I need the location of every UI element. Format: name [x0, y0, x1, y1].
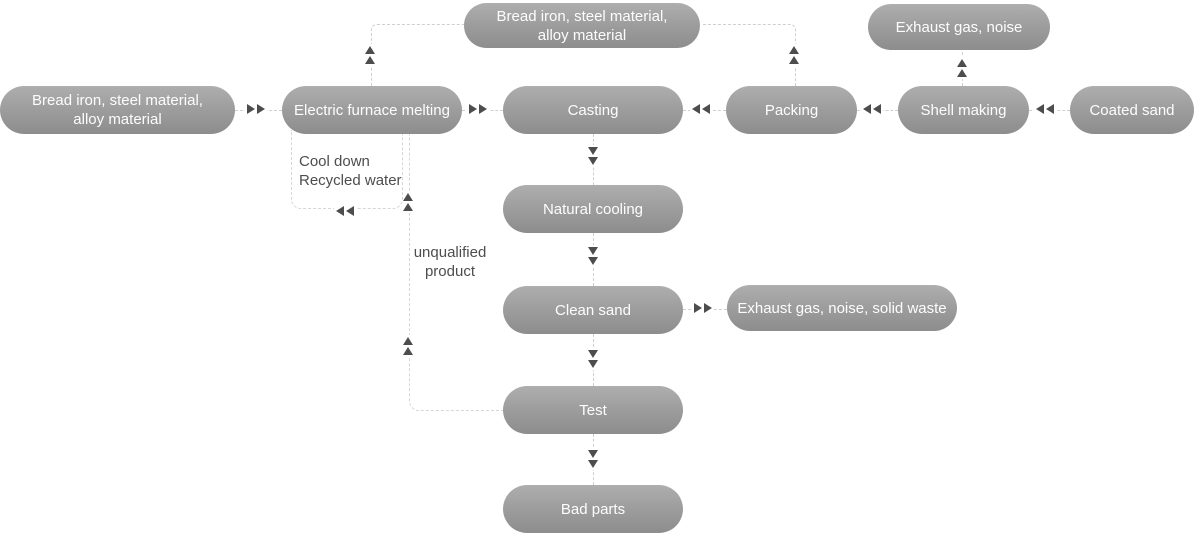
node-shell-making: Shell making: [898, 86, 1029, 134]
node-bad-parts: Bad parts: [503, 485, 683, 533]
double-chevron-left-icon: [861, 104, 883, 114]
double-chevron-right-icon: [692, 303, 714, 313]
double-chevron-down-icon: [588, 245, 598, 267]
annotation-unqualified-product: unqualified product: [413, 244, 487, 280]
double-chevron-up-icon: [789, 44, 799, 66]
connector-melting-to-topmaterial: [371, 24, 464, 87]
node-bread-iron-steel-alloy-top: Bread iron, steel material, alloy materi…: [464, 3, 700, 48]
node-coated-sand: Coated sand: [1070, 86, 1194, 134]
double-chevron-up-icon: [365, 44, 375, 66]
annotation-cool-down-recycled-water: Cool down Recycled water: [299, 153, 402, 189]
double-chevron-right-icon: [245, 104, 267, 114]
double-chevron-left-icon: [1034, 104, 1056, 114]
node-test: Test: [503, 386, 683, 434]
node-clean-sand: Clean sand: [503, 286, 683, 334]
connector-packing-to-topmaterial: [703, 24, 796, 87]
double-chevron-up-icon: [403, 191, 413, 213]
double-chevron-down-icon: [588, 348, 598, 370]
double-chevron-up-icon: [403, 335, 413, 357]
node-packing: Packing: [726, 86, 857, 134]
node-natural-cooling: Natural cooling: [503, 185, 683, 233]
node-casting: Casting: [503, 86, 683, 134]
double-chevron-up-icon: [957, 57, 967, 79]
double-chevron-left-icon: [690, 104, 712, 114]
node-exhaust-gas-noise-solid-waste: Exhaust gas, noise, solid waste: [727, 285, 957, 331]
node-exhaust-gas-noise: Exhaust gas, noise: [868, 4, 1050, 50]
double-chevron-left-icon: [334, 206, 356, 216]
node-bread-iron-steel-alloy: Bread iron, steel material, alloy materi…: [0, 86, 235, 134]
double-chevron-down-icon: [588, 448, 598, 470]
node-electric-furnace-melting: Electric furnace melting: [282, 86, 462, 134]
connector-test-to-melting-unqualified: [409, 130, 504, 411]
double-chevron-right-icon: [467, 104, 489, 114]
double-chevron-down-icon: [588, 145, 598, 167]
